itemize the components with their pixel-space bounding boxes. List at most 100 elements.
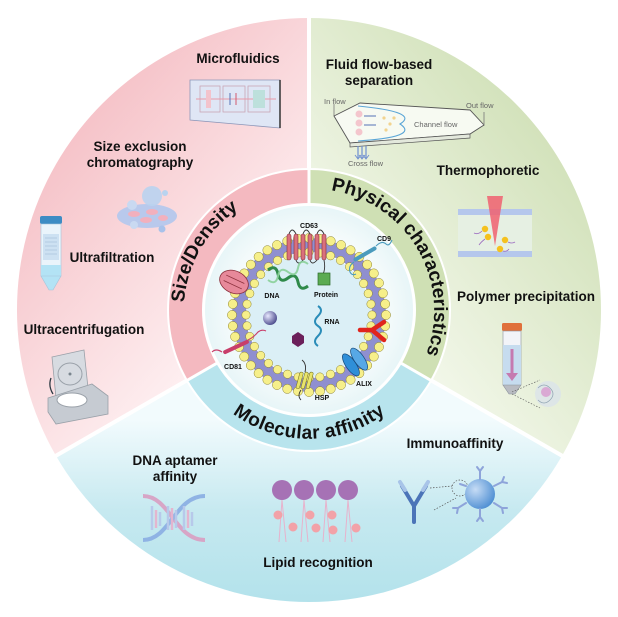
lipid-head bbox=[368, 268, 379, 279]
lipid-head bbox=[227, 299, 238, 309]
bead-icon bbox=[465, 479, 495, 509]
lipid-head bbox=[241, 310, 251, 320]
lipid-head bbox=[366, 299, 376, 309]
method-label-ultracentrifugation: Ultracentrifugation bbox=[24, 322, 145, 337]
marker-cd9-label: CD9 bbox=[377, 236, 391, 243]
cd63-protein-icon bbox=[286, 229, 327, 277]
lipid-head bbox=[325, 236, 336, 246]
lipid-head bbox=[345, 245, 356, 256]
lipid-head bbox=[345, 374, 356, 385]
dna-cargo-icon bbox=[267, 260, 309, 290]
lipid-head bbox=[378, 288, 388, 299]
lipid-head bbox=[256, 351, 266, 360]
lipid-head bbox=[273, 255, 282, 265]
lipid-head bbox=[230, 331, 240, 342]
laser-heating-icon bbox=[458, 196, 532, 257]
method-label-sec-line1: Size exclusion bbox=[93, 139, 186, 154]
dna-helix-icon bbox=[142, 494, 206, 542]
lipid-head bbox=[367, 310, 377, 320]
membrane-channel-icon bbox=[219, 269, 249, 295]
method-label-polymer-precipitation: Polymer precipitation bbox=[457, 289, 595, 304]
method-label-aptamer-line1: DNA aptamer bbox=[132, 453, 218, 468]
lipid-head bbox=[227, 310, 237, 320]
lipid-head bbox=[273, 365, 282, 375]
out-flow-label: Out flow bbox=[466, 101, 494, 110]
lipid-head bbox=[272, 240, 282, 250]
centrifuge-icon bbox=[47, 349, 109, 425]
microfluidic-chip-icon bbox=[189, 79, 281, 129]
marker-cd81-label: CD81 bbox=[224, 364, 242, 371]
lipid-probe-icon bbox=[272, 480, 361, 543]
lipid-head bbox=[362, 259, 373, 270]
lipid-head bbox=[381, 310, 391, 320]
in-flow-label: In flow bbox=[324, 97, 346, 106]
lipid-cargo-sphere-icon bbox=[263, 311, 277, 325]
extracellular-vesicle: CD63 CD9 ALIX HSP bbox=[211, 223, 393, 402]
lipid-head bbox=[282, 384, 293, 394]
method-label-immunoaffinity: Immunoaffinity bbox=[407, 436, 504, 451]
method-label-ultrafiltration: Ultrafiltration bbox=[70, 250, 155, 265]
lipid-head bbox=[325, 384, 336, 394]
cargo-rna-label: RNA bbox=[324, 319, 339, 326]
metabolite-hexagon-icon bbox=[292, 332, 304, 347]
receptor-y-icon bbox=[357, 319, 387, 343]
vesicle-lumen bbox=[247, 253, 371, 377]
precipitation-tube-icon bbox=[502, 323, 561, 409]
lipid-head bbox=[253, 251, 264, 262]
lipid-head bbox=[262, 245, 273, 256]
lipid-head bbox=[374, 342, 384, 352]
cargo-protein-label: Protein bbox=[314, 292, 338, 299]
lipid-head bbox=[227, 321, 238, 331]
method-label-fluid-flow-line2: separation bbox=[345, 73, 413, 88]
lipid-head bbox=[242, 321, 252, 331]
lipid-head bbox=[242, 299, 252, 309]
lipid-head bbox=[359, 342, 369, 351]
cargo-dna-label: DNA bbox=[264, 293, 279, 300]
sec-column-icon bbox=[117, 186, 177, 233]
lipid-head bbox=[264, 358, 273, 368]
marker-cd63-label: CD63 bbox=[300, 223, 318, 230]
method-label-sec-line2: chromatography bbox=[87, 155, 194, 170]
method-label-lipid-recognition: Lipid recognition bbox=[263, 555, 373, 570]
lipid-head bbox=[315, 372, 325, 382]
lipid-head bbox=[326, 369, 335, 379]
lipid-head bbox=[249, 279, 259, 288]
lipid-head bbox=[249, 342, 259, 351]
method-label-aptamer-line2: affinity bbox=[153, 469, 198, 484]
lipid-head bbox=[374, 278, 384, 288]
lipid-head bbox=[256, 270, 266, 279]
lipid-head bbox=[245, 289, 255, 298]
protein-cargo-icon bbox=[317, 272, 331, 286]
rna-cargo-icon bbox=[314, 305, 322, 347]
marker-alix-label: ALIX bbox=[356, 381, 372, 388]
cd81-protein-icon bbox=[211, 329, 267, 355]
filter-tube-icon bbox=[40, 216, 62, 291]
lipid-head bbox=[239, 351, 250, 362]
lipid-head bbox=[336, 255, 345, 265]
lipid-head bbox=[245, 360, 256, 371]
lipid-head bbox=[336, 240, 346, 250]
method-label-microfluidics: Microfluidics bbox=[196, 51, 279, 66]
lipid-head bbox=[363, 289, 373, 298]
lipid-head bbox=[336, 365, 345, 375]
lipid-head bbox=[368, 351, 379, 362]
lipid-head bbox=[380, 299, 391, 309]
lipid-head bbox=[245, 259, 256, 270]
marker-hsp-label: HSP bbox=[315, 395, 330, 402]
lipid-head bbox=[363, 332, 373, 341]
lipid-head bbox=[315, 386, 325, 397]
method-label-fluid-flow-line1: Fluid flow-based bbox=[326, 57, 433, 72]
method-label-thermophoretic: Thermophoretic bbox=[437, 163, 540, 178]
lipid-head bbox=[359, 279, 369, 288]
lipid-head bbox=[336, 380, 346, 390]
cross-flow-label: Cross flow bbox=[348, 159, 384, 168]
channel-flow-label: Channel flow bbox=[414, 120, 458, 129]
hsp-protein-icon bbox=[295, 359, 314, 401]
lipid-head bbox=[262, 374, 273, 385]
lipid-head bbox=[272, 380, 282, 390]
lipid-head bbox=[326, 251, 335, 261]
lipid-head bbox=[253, 368, 264, 379]
antibody-bead-icon bbox=[398, 466, 508, 524]
